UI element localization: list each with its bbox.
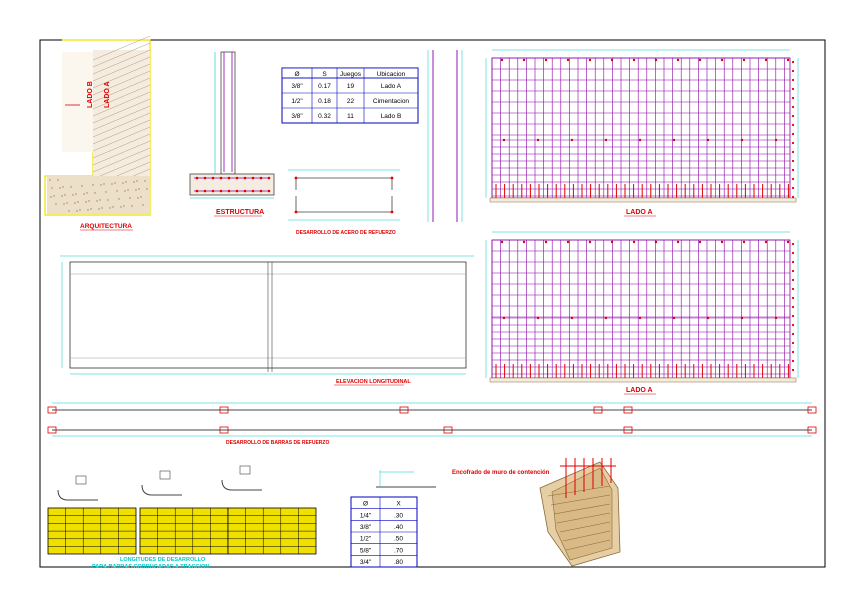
vertical-bar-details	[427, 50, 463, 222]
rebar-table-cell: 11	[347, 113, 354, 120]
arquitectura-title: ARQUITECTURA	[80, 223, 132, 230]
desarrollo-acero-title: DESARROLLO DE ACERO DE REFUERZO	[296, 230, 396, 236]
rebar-table-cell: Lado A	[381, 83, 402, 90]
desarrollo-barras-title: DESARROLLO DE BARRAS DE REFUERZO	[226, 440, 329, 446]
hook-details	[47, 465, 317, 555]
hook-table-cell: 3/8"	[360, 524, 372, 531]
hook-table-cell: .70	[394, 547, 403, 554]
elevacion-title: ELEVACION LONGITUDINAL	[336, 379, 411, 385]
lado-a-title-2: LADO A	[626, 387, 653, 394]
hook-table-cell: .30	[394, 512, 403, 519]
hook-table-cell: .40	[394, 524, 403, 531]
longitudes-title-2: PARA BARRAS CORRUGADAS A TRACCION	[92, 564, 209, 570]
hook-table-cell: 1/2"	[360, 536, 372, 543]
hook-table-header: X	[396, 501, 401, 508]
rebar-table-cell: 19	[347, 83, 355, 90]
desarrollo-barras: DESARROLLO DE BARRAS DE REFUERZO	[47, 402, 817, 446]
rebar-table-header: Ø	[294, 71, 299, 78]
arquitectura-view: LADO B LADO A ARQUITECTURA	[44, 35, 151, 231]
rebar-table-cell: 0.32	[318, 113, 331, 120]
lado-a-grid-1	[485, 49, 799, 203]
sheet-border	[39, 39, 826, 568]
encofrado-isometric: Encofrado de muro de contención	[452, 458, 621, 567]
hook-table-cell: 1/4"	[360, 512, 372, 519]
desarrollo-acero-view: DESARROLLO DE ACERO DE REFUERZO	[288, 169, 400, 236]
rebar-table-cell: 22	[347, 98, 355, 105]
rebar-table-cell: Cimentacion	[373, 98, 410, 105]
rebar-table-header: Juegos	[340, 71, 362, 78]
hook-table-cell: .80	[394, 559, 403, 566]
arq-label-lado-b: LADO B	[87, 81, 94, 108]
hook-table-header: Ø	[363, 501, 368, 508]
lado-a-title-1: LADO A	[626, 209, 653, 216]
arq-label-lado-a: LADO A	[104, 81, 111, 108]
rebar-table-cell: 1/2"	[291, 98, 303, 105]
rebar-table-cell: Lado B	[381, 113, 402, 120]
estructura-title: ESTRUCTURA	[216, 209, 264, 216]
hook-table-cell: 3/4"	[360, 559, 372, 566]
hook-length-table: Ø X 1/4" .30 3/8" .40 1/2" .50 5/8" .70 3/4" .80	[350, 496, 418, 568]
hook-table-cell: .50	[394, 536, 403, 543]
lado-a-grid-2	[485, 231, 799, 383]
elevacion-longitudinal: ELEVACION LONGITUDINAL	[60, 255, 474, 386]
rebar-table-header: S	[322, 71, 327, 78]
rebar-table-cell: 3/8"	[291, 113, 303, 120]
hook-bar-detail	[376, 470, 436, 488]
rebar-table-header: Ubicacion	[377, 71, 406, 78]
rebar-table-cell: 3/8"	[291, 83, 303, 90]
rebar-table-cell: 0.17	[318, 83, 331, 90]
rebar-table-cell: 0.18	[318, 98, 331, 105]
hook-table-cell: 5/8"	[360, 547, 372, 554]
encofrado-title: Encofrado de muro de contención	[452, 470, 550, 476]
estructura-view: ESTRUCTURA	[189, 51, 275, 217]
longitudes-title-1: LONGITUDES DE DESARROLLO	[120, 557, 206, 563]
rebar-schedule-table: Ø S Juegos Ubicacion 3/8" 0.17 19 Lado A 1/2" 0.1…	[281, 67, 419, 124]
